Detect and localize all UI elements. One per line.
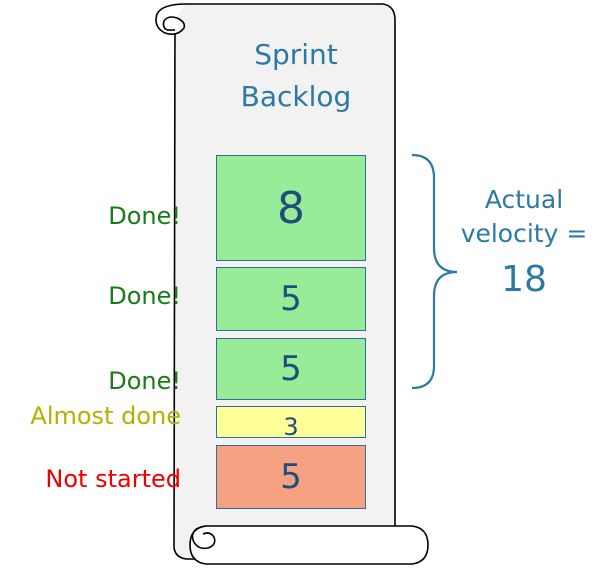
- velocity-label-line1: Actual: [484, 185, 564, 214]
- sprint-backlog-title-line2: Backlog: [240, 80, 352, 113]
- sprint-backlog-title-line1: Sprint: [254, 38, 338, 71]
- card-points: 5: [280, 349, 302, 389]
- scroll-top-curl: [155, 3, 187, 35]
- card-points: 3: [283, 413, 299, 441]
- card-points: 5: [280, 279, 302, 319]
- backlog-card: 5: [216, 338, 366, 400]
- velocity-label-line2: velocity =: [460, 219, 588, 248]
- velocity-brace: [411, 153, 458, 390]
- velocity-value: 18: [501, 259, 547, 300]
- status-label: Done!: [108, 202, 181, 230]
- backlog-card: 3: [216, 406, 366, 441]
- scroll-bottom-curl: [191, 525, 216, 550]
- card-points: 8: [277, 182, 305, 234]
- backlog-card: 5: [216, 267, 366, 331]
- status-label: Done!: [108, 282, 181, 310]
- card-points: 5: [280, 457, 302, 497]
- scroll-bottom-roll: [189, 525, 429, 565]
- backlog-card: 8: [216, 155, 366, 261]
- status-label: Done!: [108, 367, 181, 395]
- backlog-card: 5: [216, 445, 366, 509]
- status-label: Almost done: [30, 402, 181, 430]
- status-label: Not started: [45, 465, 181, 493]
